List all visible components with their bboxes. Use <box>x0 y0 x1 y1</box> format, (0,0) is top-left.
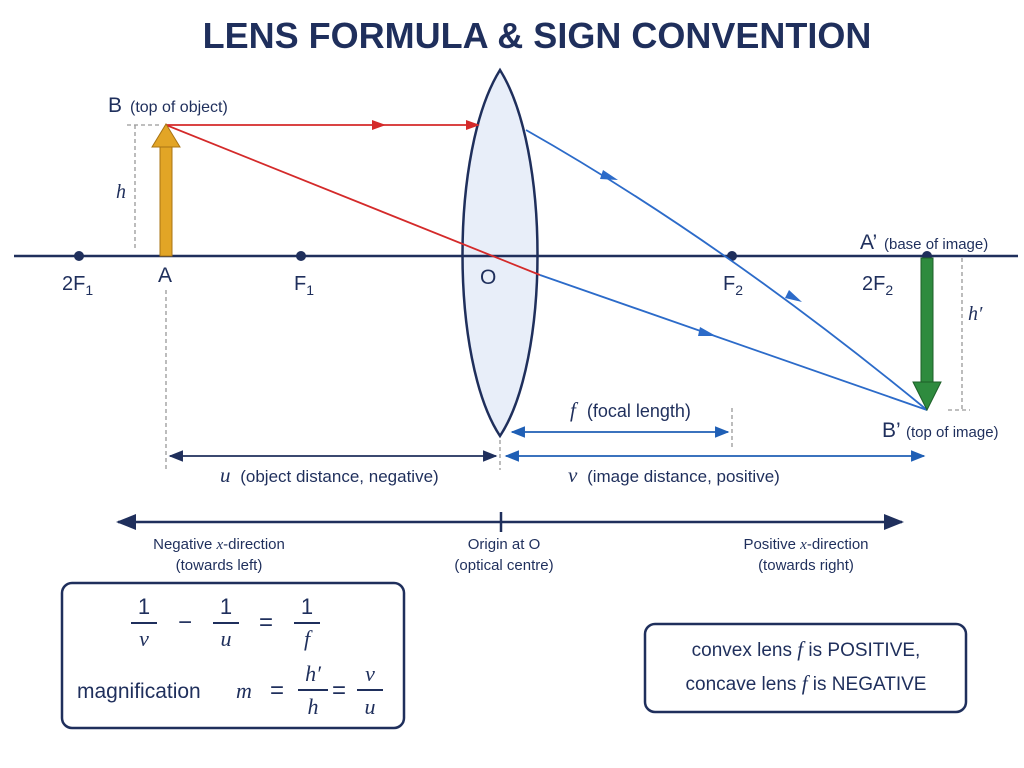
svg-text:u: u <box>365 694 376 719</box>
lens-formula: 1 v − 1 u = 1 f <box>131 594 320 651</box>
label-focal-length: f (focal length) <box>570 398 691 422</box>
svg-text:=: = <box>259 609 273 636</box>
ray-parallel-arrow-1 <box>372 120 386 130</box>
label-a-prime-desc: (base of image) <box>884 236 988 253</box>
label-b-prime: B’ <box>882 419 901 442</box>
label-negative-direction: Negative x-direction <box>153 536 285 553</box>
label-b-desc: (top of object) <box>130 99 228 116</box>
object-arrow-head <box>151 123 181 148</box>
ray-through-centre-red <box>165 124 541 276</box>
label-2f1: 2F1 <box>62 273 93 298</box>
label-origin: Origin at O <box>468 536 541 553</box>
page-title: LENS FORMULA & SIGN CONVENTION <box>203 15 872 56</box>
ray-refracted-arrow-2 <box>785 290 802 302</box>
label-b: B <box>108 94 122 117</box>
label-o: O <box>480 266 496 289</box>
svg-text:v: v <box>139 626 149 651</box>
svg-text:−: − <box>178 609 192 636</box>
svg-text:f: f <box>304 626 313 651</box>
svg-text:magnification: magnification <box>77 680 201 703</box>
svg-text:1: 1 <box>220 594 232 619</box>
point-f1 <box>296 251 306 261</box>
label-h: h <box>116 181 126 203</box>
image-arrow-shaft <box>920 257 934 385</box>
magnification-formula: magnification m = h′ h = v u <box>77 661 383 719</box>
formula-box <box>60 581 406 730</box>
svg-text:h: h <box>308 694 319 719</box>
ray-parallel-arrow-2 <box>466 120 480 130</box>
object-arrow-shaft <box>159 144 173 257</box>
label-f2: F2 <box>723 273 743 298</box>
label-h-prime: h′ <box>968 303 983 325</box>
ray-refracted-arrow-1 <box>600 170 618 180</box>
svg-text:1: 1 <box>138 594 150 619</box>
label-image-distance: v (image distance, positive) <box>568 463 780 487</box>
ray-centre-arrow <box>698 327 716 336</box>
label-towards-left: (towards left) <box>176 557 263 574</box>
label-f1: F1 <box>294 273 314 298</box>
label-a-prime: A’ <box>860 231 877 254</box>
note-concave: concave lens f is NEGATIVE <box>686 671 927 695</box>
ray-through-centre-blue <box>539 274 928 411</box>
convex-lens <box>461 67 539 439</box>
sign-note-box <box>643 622 968 714</box>
svg-text:v: v <box>365 661 375 686</box>
svg-text:u: u <box>221 626 232 651</box>
label-object-distance: u (object distance, negative) <box>220 463 439 487</box>
svg-text:h′: h′ <box>305 661 322 686</box>
svg-text:=: = <box>270 677 284 704</box>
svg-text:=: = <box>332 677 346 704</box>
label-optical-centre: (optical centre) <box>454 557 553 574</box>
label-positive-direction: Positive x-direction <box>743 536 868 553</box>
note-convex: convex lens f is POSITIVE, <box>692 637 921 661</box>
label-towards-right: (towards right) <box>758 557 854 574</box>
point-2f1 <box>74 251 84 261</box>
label-b-prime-desc: (top of image) <box>906 424 999 441</box>
label-2f2: 2F2 <box>862 273 893 298</box>
svg-text:1: 1 <box>301 594 313 619</box>
label-a: A <box>158 264 172 287</box>
svg-text:m: m <box>236 678 252 703</box>
ray-refracted-through-focus <box>525 129 928 411</box>
image-arrow-head <box>912 381 942 412</box>
